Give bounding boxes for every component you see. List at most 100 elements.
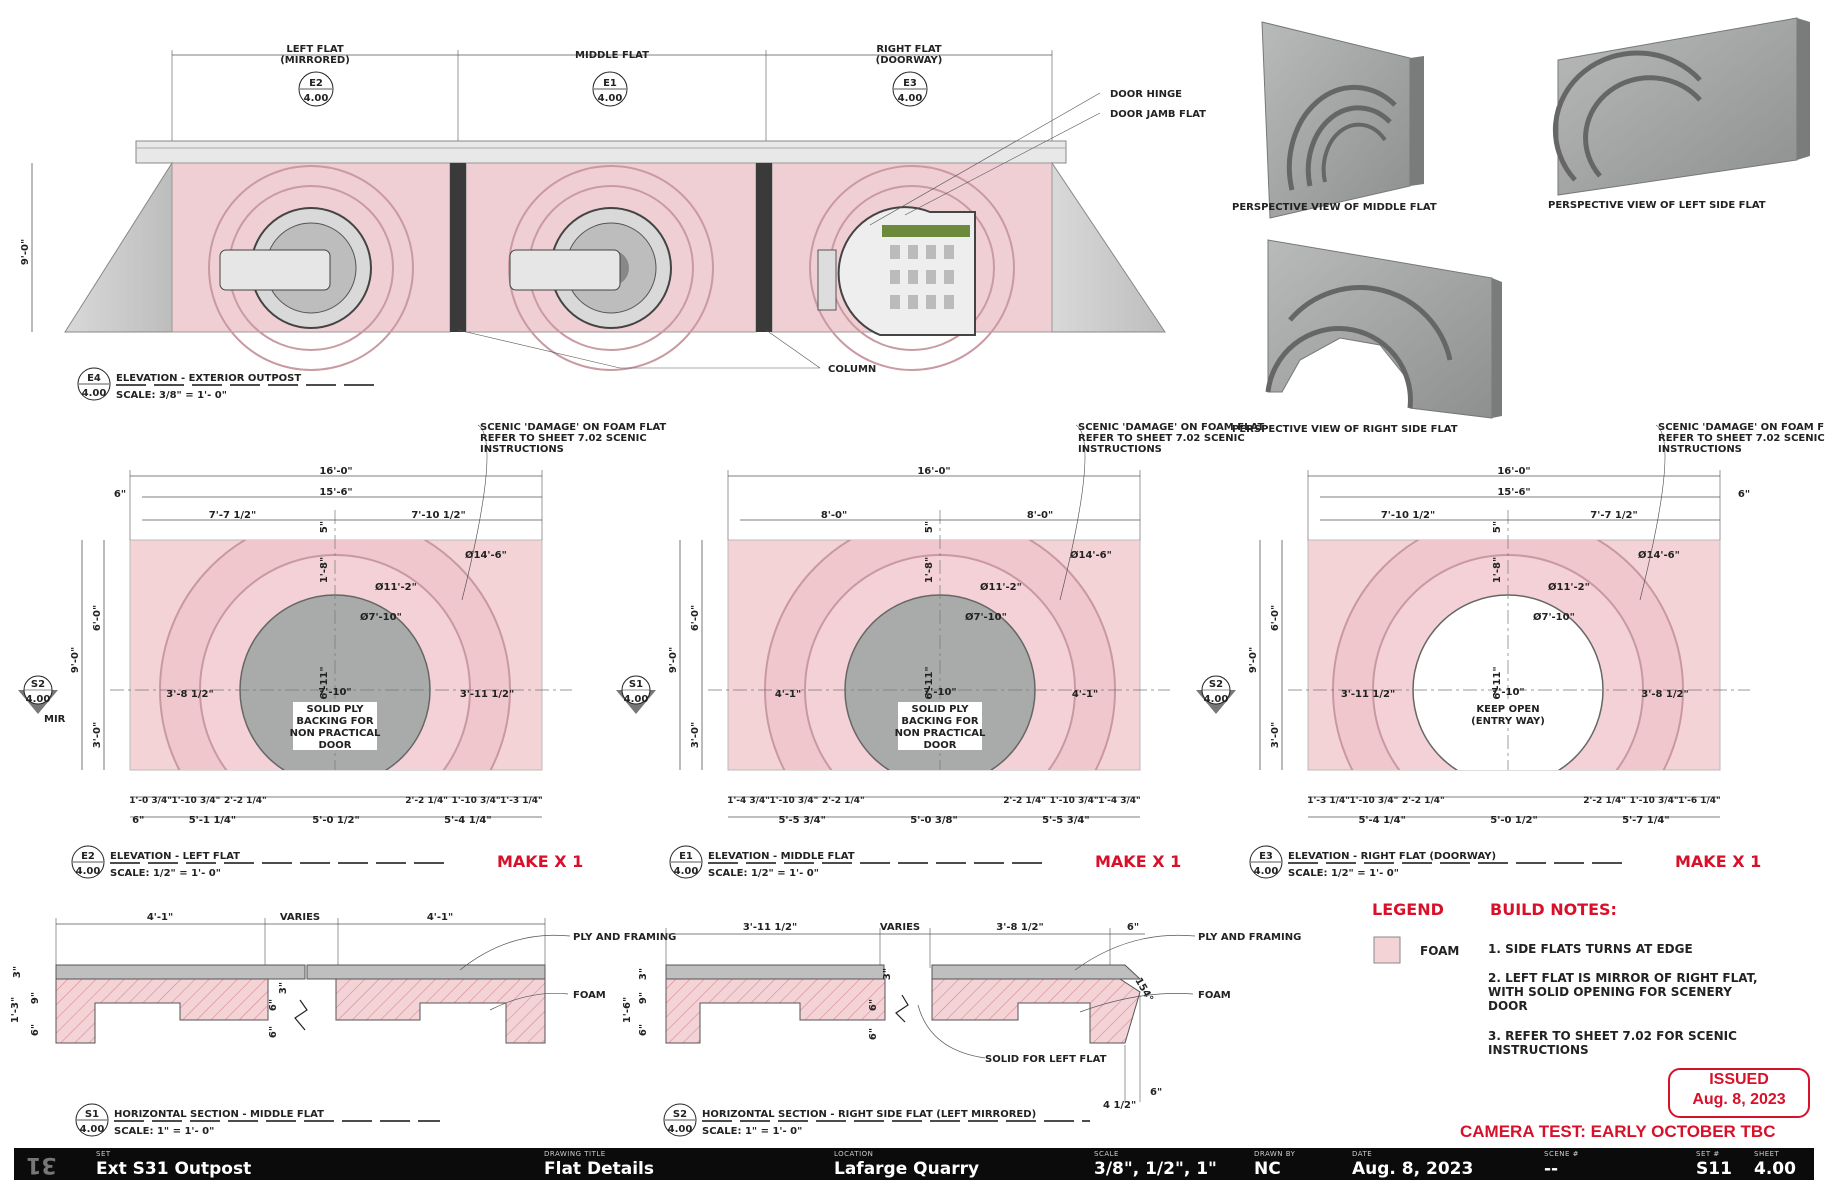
svg-text:FOAM: FOAM (573, 990, 606, 1001)
top-offset: 5" (924, 521, 935, 533)
flat-elevation-3: 16'-0"15'-6"6"7'-10 1/2"7'-7 1/2"9'-0"6'… (1196, 422, 1825, 879)
svg-text:4'-1": 4'-1" (147, 912, 173, 923)
bottom-dim-2: 5'-0 1/2" (312, 815, 359, 826)
height-upper: 6'-0" (1270, 605, 1281, 631)
svg-text:4'-1": 4'-1" (427, 912, 453, 923)
svg-text:3": 3" (638, 968, 649, 980)
tag-e2: E2 4.00 (298, 71, 334, 107)
flat-note: KEEP OPEN(ENTRY WAY) (1466, 702, 1550, 727)
svg-text:3'-8 1/2": 3'-8 1/2" (996, 922, 1043, 933)
side-left: 4'-1" (775, 689, 801, 700)
svg-text:3": 3" (278, 982, 289, 994)
flat-elevation-1: 16'-0"15'-6"6"7'-7 1/2"7'-10 1/2"9'-0"6'… (18, 422, 666, 879)
height-total: 9'-0" (70, 647, 81, 673)
bottom-dim: 1'-4 3/4" (727, 796, 770, 806)
title-sheet: 4.00 (76, 866, 101, 877)
bottom-dim-2: 5'-0 1/2" (1490, 815, 1537, 826)
top-offset: 5" (319, 521, 330, 533)
bottom-dim: 1'-4 3/4" (1098, 796, 1141, 806)
perspective-left: PERSPECTIVE VIEW OF LEFT SIDE FLAT (1548, 17, 1810, 211)
right-flat-sublabel: (DOORWAY) (876, 55, 943, 66)
height-lower: 3'-0" (92, 722, 103, 748)
left-flat-sublabel: (MIRRORED) (280, 55, 350, 66)
scenic-note-line: INSTRUCTIONS (1658, 444, 1742, 455)
scenic-note-line: INSTRUCTIONS (480, 444, 564, 455)
elevation-title: ELEVATION - LEFT FLAT (110, 851, 240, 862)
bottom-dim-2: 5'-0 3/8" (910, 815, 957, 826)
bottom-dim: 1'-3 1/4" (500, 796, 543, 806)
svg-text:VARIES: VARIES (280, 912, 320, 923)
side-right: 3'-11 1/2" (460, 689, 514, 700)
svg-text:3": 3" (882, 968, 893, 980)
svg-text:6": 6" (868, 1028, 879, 1040)
svg-text:9": 9" (638, 992, 649, 1004)
title-id: E3 (1259, 851, 1273, 862)
bottom-dim: 1'-10 3/4" (1349, 796, 1398, 806)
opening-width: 7'-10" (923, 687, 956, 698)
bottom-dim: 1'-6 1/4" (1678, 796, 1721, 806)
svg-text:6": 6" (1150, 1087, 1162, 1098)
svg-text:SCALE: 1" = 1'- 0": SCALE: 1" = 1'- 0" (114, 1126, 214, 1137)
door-jamb-label: DOOR JAMB FLAT (1110, 109, 1206, 120)
bottom-dim-2: 5'-7 1/4" (1622, 815, 1669, 826)
section-sheet: 4.00 (1204, 694, 1229, 705)
top-offset: 5" (1492, 521, 1503, 533)
section-sheet: 4.00 (624, 694, 649, 705)
note-line: BACKING FOR (901, 716, 979, 727)
svg-text:PLY AND FRAMING: PLY AND FRAMING (573, 932, 676, 943)
svg-text:SOLID FOR LEFT FLAT: SOLID FOR LEFT FLAT (985, 1054, 1107, 1065)
svg-text:E1: E1 (603, 78, 617, 89)
height-upper: 6'-0" (690, 605, 701, 631)
bottom-dim: 1'-10 3/4" (1050, 796, 1099, 806)
section-sheet: 4.00 (26, 694, 51, 705)
bottom-dim-2: 5'-4 1/4" (444, 815, 491, 826)
sheet-number-rotated: 31 (26, 1152, 57, 1177)
edge-width: 6" (114, 489, 126, 500)
elevation-title: ELEVATION - MIDDLE FLAT (708, 851, 855, 862)
svg-text:E4: E4 (87, 373, 101, 384)
opening-width: 7'-10" (318, 687, 351, 698)
svg-text:PERSPECTIVE VIEW OF RIGHT SIDE: PERSPECTIVE VIEW OF RIGHT SIDE FLAT (1232, 424, 1458, 435)
svg-text:4.00: 4.00 (898, 93, 923, 104)
overall-width: 16'-0" (319, 466, 352, 477)
height-upper: 6'-0" (92, 605, 103, 631)
flat-elevations: 16'-0"15'-6"6"7'-7 1/2"7'-10 1/2"9'-0"6'… (18, 422, 1825, 879)
title-s2: S2 4.00 HORIZONTAL SECTION - RIGHT SIDE … (663, 1103, 1090, 1137)
middle-diameter: Ø11'-2" (1548, 581, 1590, 593)
build-notes: BUILD NOTES: 1. SIDE FLATS TURNS AT EDGE… (1488, 900, 1758, 1057)
note-line: NON PRACTICAL (290, 728, 381, 739)
bottom-dim-2: 5'-4 1/4" (1358, 815, 1405, 826)
build-notes-title: BUILD NOTES: (1490, 900, 1617, 919)
top-gap: 1'-8" (319, 557, 330, 583)
elevation-scale: SCALE: 1/2" = 1'- 0" (1288, 868, 1399, 879)
scenic-note-line: INSTRUCTIONS (1078, 444, 1162, 455)
svg-text:3'-11 1/2": 3'-11 1/2" (743, 922, 797, 933)
svg-text:WITH SOLID OPENING FOR SCENERY: WITH SOLID OPENING FOR SCENERY (1488, 985, 1732, 999)
svg-text:1'-6": 1'-6" (622, 997, 633, 1023)
svg-text:2. LEFT FLAT IS MIRROR OF RIGH: 2. LEFT FLAT IS MIRROR OF RIGHT FLAT, (1488, 971, 1758, 985)
inner-diameter: Ø7'-10" (1533, 611, 1575, 623)
note-line: (ENTRY WAY) (1471, 716, 1545, 727)
scenic-note-line: REFER TO SHEET 7.02 SCENIC (1658, 433, 1825, 444)
svg-text:E2: E2 (309, 78, 323, 89)
opening-height: 6'-11" (1492, 666, 1503, 699)
bottom-dim: 1'-10 3/4" (769, 796, 818, 806)
svg-text:4 1/2": 4 1/2" (1103, 1100, 1136, 1111)
outer-diameter: Ø14'-6" (465, 549, 507, 561)
elevation-scale: SCALE: 1/2" = 1'- 0" (708, 868, 819, 879)
svg-text:FOAM: FOAM (1198, 990, 1231, 1001)
height-total: 9'-0" (1248, 647, 1259, 673)
svg-text:1. SIDE FLATS TURNS AT EDGE: 1. SIDE FLATS TURNS AT EDGE (1488, 942, 1693, 956)
make-quantity: MAKE X 1 (1675, 852, 1761, 871)
svg-text:4.00: 4.00 (598, 93, 623, 104)
side-left: 3'-11 1/2" (1341, 689, 1395, 700)
perspective-middle: PERSPECTIVE VIEW OF MIDDLE FLAT (1232, 21, 1437, 219)
svg-text:6": 6" (1127, 922, 1139, 933)
svg-text:VARIES: VARIES (880, 922, 920, 933)
inner-diameter: Ø7'-10" (360, 611, 402, 623)
height-lower: 3'-0" (690, 722, 701, 748)
elevation-scale: SCALE: 1/2" = 1'- 0" (110, 868, 221, 879)
elevation-height: 9'-0" (20, 239, 31, 265)
bottom-dim: 2'-2 1/4" (1003, 796, 1046, 806)
height-total: 9'-0" (668, 647, 679, 673)
